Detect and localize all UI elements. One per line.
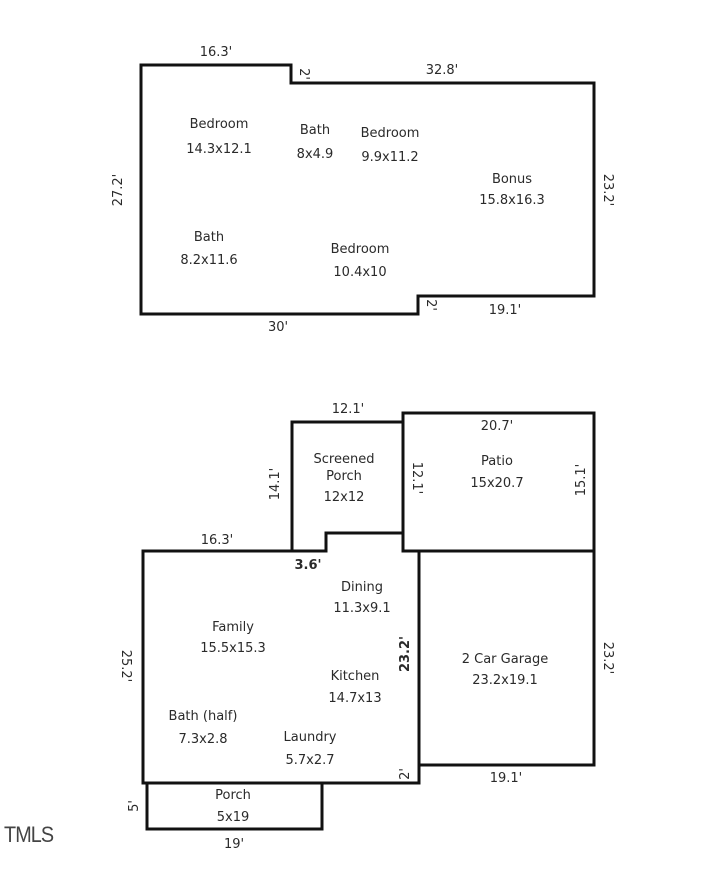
room-laundry-name: Laundry — [284, 730, 337, 745]
dim-main-left: 25.2' — [118, 650, 133, 683]
room-patio-name: Patio — [481, 454, 513, 469]
main-body-walls — [141, 549, 421, 785]
garage-outline — [417, 549, 596, 767]
dim-upper-step-bottom: 2' — [423, 299, 438, 311]
dim-porch-bottom: 19' — [224, 837, 244, 852]
watermark-logo: TMLS — [4, 822, 54, 847]
room-bath-2-dims: 8.2x11.6 — [180, 253, 237, 268]
room-bedroom-1-name: Bedroom — [190, 117, 249, 132]
dim-upper-top-right: 32.8' — [426, 63, 459, 78]
dim-notch: 3.6' — [294, 558, 321, 573]
dim-upper-bottom-right: 19.1' — [489, 303, 522, 318]
screened-porch-outline — [290, 420, 405, 553]
room-screened-porch-name-line2: Porch — [326, 469, 362, 484]
room-bath-half-dims: 7.3x2.8 — [178, 732, 227, 747]
dim-upper-bottom-left: 30' — [268, 320, 288, 335]
dim-upper-left: 27.2' — [111, 174, 126, 207]
dim-garage-bottom: 19.1' — [490, 771, 523, 786]
room-family-dims: 15.5x15.3 — [200, 641, 266, 656]
room-bath-half-name: Bath (half) — [169, 709, 238, 724]
room-bonus-name: Bonus — [492, 172, 532, 187]
room-patio-dims: 15x20.7 — [470, 476, 523, 491]
room-bedroom-2-name: Bedroom — [361, 126, 420, 141]
room-screened-porch-dims: 12x12 — [324, 490, 365, 505]
dim-step: 2' — [398, 768, 413, 780]
room-kitchen-name: Kitchen — [331, 669, 380, 684]
dim-screened-left: 14.1' — [268, 468, 283, 501]
room-bedroom-3-name: Bedroom — [331, 242, 390, 257]
dim-porch-left: 5' — [127, 800, 142, 812]
room-bedroom-2-dims: 9.9x11.2 — [361, 150, 418, 165]
room-family-name: Family — [212, 620, 254, 635]
room-screened-porch-name-line1: Screened — [314, 452, 375, 467]
dim-upper-right: 23.2' — [600, 174, 615, 207]
dim-patio-right: 15.1' — [574, 464, 589, 497]
room-kitchen-dims: 14.7x13 — [328, 691, 381, 706]
porch-outline — [145, 781, 324, 831]
room-bonus-dims: 15.8x16.3 — [479, 193, 545, 208]
room-dining-name: Dining — [341, 580, 383, 595]
main-floor: 12.1' 14.1' 20.7' 12.1' 15.1' 16.3' 3.6'… — [118, 402, 615, 852]
dim-upper-step-top: 2' — [296, 68, 311, 80]
dim-main-right: 23.2' — [398, 636, 413, 672]
room-bedroom-1-dims: 14.3x12.1 — [186, 142, 252, 157]
dim-patio-top: 20.7' — [481, 419, 514, 434]
upper-floor: 16.3' 2' 32.8' 27.2' 23.2' 30' 2' 19.1' … — [111, 45, 615, 335]
dim-upper-top-left: 16.3' — [200, 45, 233, 60]
room-dining-dims: 11.3x9.1 — [333, 601, 390, 616]
room-porch-name: Porch — [215, 788, 251, 803]
dim-main-top: 16.3' — [201, 533, 234, 548]
room-bedroom-3-dims: 10.4x10 — [333, 265, 386, 280]
room-garage-name: 2 Car Garage — [462, 652, 549, 667]
room-bath-1-dims: 8x4.9 — [297, 147, 334, 162]
room-porch-dims: 5x19 — [217, 810, 250, 825]
room-bath-2-name: Bath — [194, 230, 224, 245]
room-garage-dims: 23.2x19.1 — [472, 673, 538, 688]
dim-garage-right: 23.2' — [600, 642, 615, 675]
room-laundry-dims: 5.7x2.7 — [285, 753, 334, 768]
upper-floor-outline — [139, 63, 596, 316]
dim-patio-left: 12.1' — [409, 462, 424, 495]
dim-screened-top: 12.1' — [332, 402, 365, 417]
room-bath-1-name: Bath — [300, 123, 330, 138]
